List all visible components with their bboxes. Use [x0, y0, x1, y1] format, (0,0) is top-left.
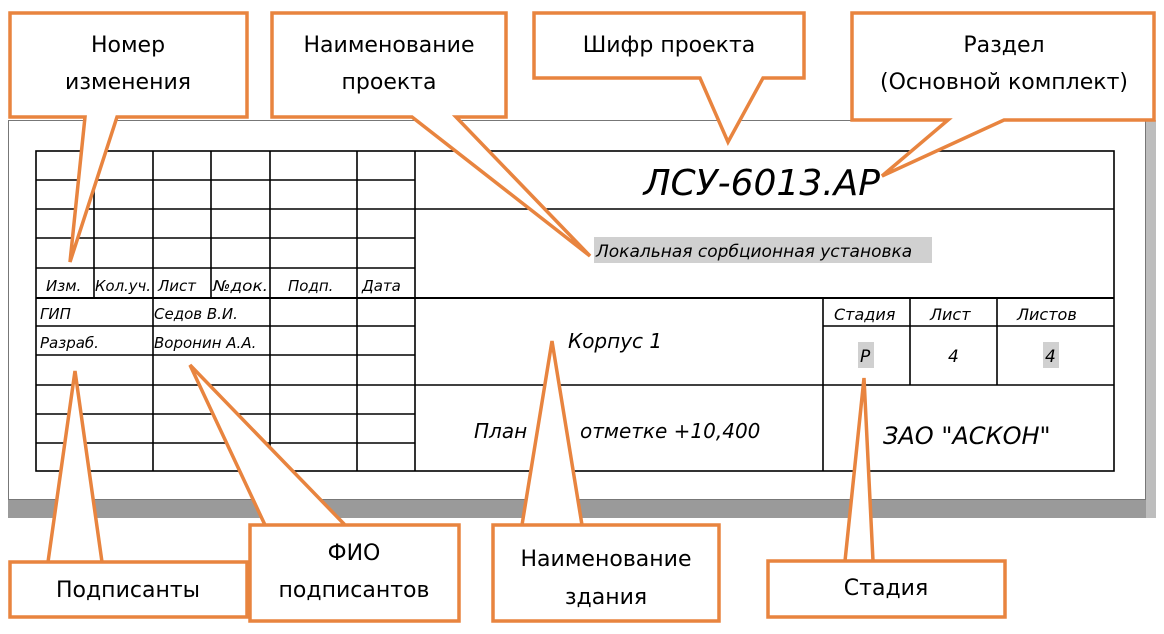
callout-signer-names: [188, 363, 461, 623]
sheet-value: 4: [948, 347, 959, 367]
header-n-dok: №док.: [212, 277, 268, 295]
callout-project-name-line1: Наименование: [304, 33, 475, 58]
callout-building-name-line1: Наименование: [521, 547, 692, 572]
project-name-highlight: [594, 237, 932, 263]
signer-name-1: Седов В.И.: [154, 305, 238, 323]
callout-signers-line1: Подписанты: [56, 578, 200, 603]
callout-section-line1: Раздел: [963, 33, 1044, 58]
callout-change-number-line1: Номер: [91, 33, 165, 58]
building-name-text: Корпус 1: [568, 329, 662, 353]
callout-stage-line1: Стадия: [844, 576, 928, 601]
callout-signer-names-line2: подписантов: [279, 578, 430, 603]
callout-signer-names-line1: ФИО: [328, 541, 381, 566]
header-podp: Подп.: [288, 277, 333, 295]
sheet-title-left-text: План: [474, 419, 527, 443]
sheets-highlight: [1043, 342, 1059, 368]
signer-role-2: Разраб.: [40, 334, 99, 352]
callout-signers: [8, 370, 249, 619]
stage-header: Стадия: [834, 305, 896, 324]
signer-role-1: ГИП: [40, 305, 71, 323]
project-name-text: Локальная сорбционная установка: [595, 242, 912, 262]
sheets-value: 4: [1045, 347, 1056, 367]
callout-section: [850, 11, 1156, 178]
callout-section-line2: (Основной комплект): [880, 70, 1128, 95]
header-data: Дата: [361, 277, 401, 295]
drawing-sheet: [8, 120, 1146, 500]
title-block-grid: [35, 150, 1115, 472]
organization-text: ЗАО "АСКОН": [883, 422, 1051, 450]
header-kol-uch: Кол.уч.: [95, 277, 151, 295]
header-izm: Изм.: [46, 277, 81, 295]
sheet-header: Лист: [929, 305, 971, 324]
callout-project-name: [270, 11, 592, 258]
callout-project-code-line1: Шифр проекта: [583, 33, 756, 58]
sheet-shadow-right: [1146, 120, 1156, 518]
callout-building-name-line2: здания: [565, 585, 647, 610]
sheets-header: Листов: [1016, 305, 1077, 324]
signer-name-2: Воронин А.А.: [154, 334, 256, 352]
callout-project-code: [532, 11, 806, 146]
sheet-title-right-text: отметке +10,400: [580, 419, 760, 443]
callout-project-name-line2: проекта: [342, 70, 437, 95]
callout-stage: [766, 377, 1007, 619]
callout-change-number: [8, 11, 249, 263]
project-code-text: ЛСУ-6013.АР: [641, 163, 880, 204]
stage-value: Р: [860, 347, 871, 367]
callout-change-number-line2: изменения: [65, 70, 191, 95]
callout-building-name: [491, 340, 721, 623]
header-list: Лист: [157, 277, 197, 295]
stage-highlight: [858, 342, 874, 368]
